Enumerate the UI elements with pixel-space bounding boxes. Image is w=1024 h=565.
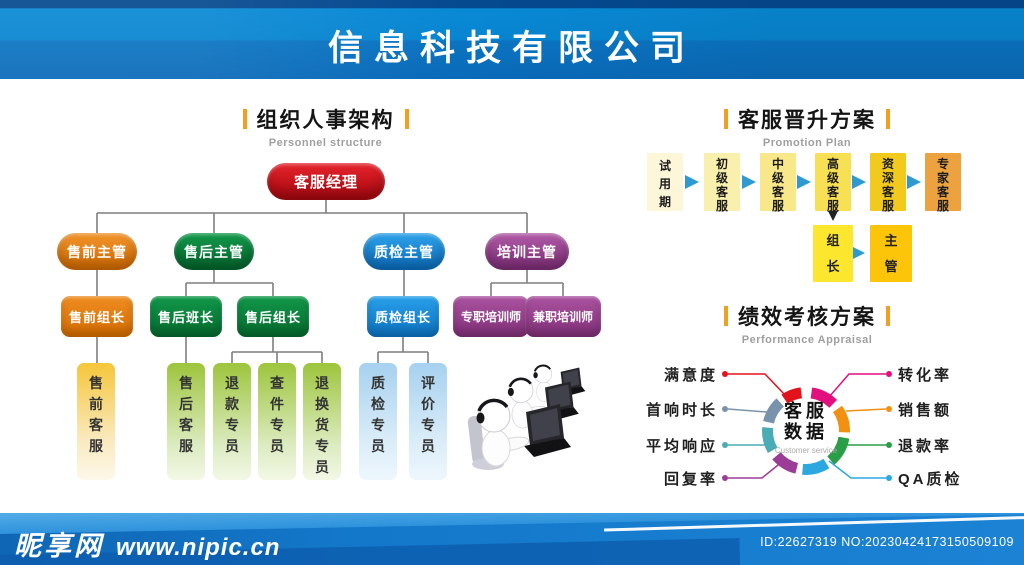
org-node-refund-specialist: 退款专员 xyxy=(213,363,251,480)
promotion-branch-lead: 组长 xyxy=(813,225,853,282)
org-node-tracking-specialist: 查件专员 xyxy=(258,363,296,480)
appraisal-label-satisfaction: 满意度 xyxy=(663,367,718,384)
promotion-stage-expert: 专家客服 xyxy=(925,153,961,213)
promotion-stage-intermediate: 中级客服 xyxy=(760,153,796,213)
ring-center-sub: Customer service xyxy=(774,446,838,455)
accent-bar-left xyxy=(724,306,728,326)
call-center-illustration xyxy=(467,364,587,470)
site-logo: 昵享网 www.nipic.cn xyxy=(14,524,280,563)
site-url: www.nipic.cn xyxy=(116,534,281,561)
appraisal-label-first-response: 首响时长 xyxy=(645,402,718,419)
accent-bar-left xyxy=(724,109,728,129)
org-node-review-specialist: 评价专员 xyxy=(409,363,447,480)
org-tree-lines xyxy=(96,200,564,363)
appraisal-label-qa: QA质检 xyxy=(898,471,963,488)
org-subheading: Personnel structure xyxy=(268,137,383,149)
company-title: 信息科技有限公司 xyxy=(327,29,696,68)
site-name: 昵享网 xyxy=(14,531,104,561)
org-node-qc-supervisor: 质检主管 xyxy=(363,233,445,270)
footer-bar: 昵享网 www.nipic.cn ID:22627319 NO:20230424… xyxy=(0,513,1024,565)
org-node-training-supervisor: 培训主管 xyxy=(485,233,569,270)
appraisal-subheading: Performance Appraisal xyxy=(741,334,873,346)
appraisal-label-sales: 销售额 xyxy=(898,402,953,419)
org-node-qc-specialist: 质检专员 xyxy=(359,363,397,480)
promotion-heading: 客服晋升方案 xyxy=(738,108,876,132)
org-node-manager: 客服经理 xyxy=(267,163,385,200)
org-node-presales-lead: 售前组长 xyxy=(61,296,133,337)
promotion-subheading: Promotion Plan xyxy=(762,137,852,149)
ring-segment-red xyxy=(781,387,803,404)
org-node-aftersales-agent: 售后客服 xyxy=(167,363,205,480)
org-node-aftersales-monitor: 售后班长 xyxy=(150,296,222,337)
accent-bar-right xyxy=(404,109,409,129)
appraisal-label-avg-response: 平均响应 xyxy=(645,438,718,455)
promotion-stage-senior: 高级客服 xyxy=(815,153,851,213)
org-node-exchange-specialist: 退换货专员 xyxy=(303,363,341,480)
org-node-aftersales-lead: 售后组长 xyxy=(237,296,309,337)
appraisal-label-reply-rate: 回复率 xyxy=(663,471,718,488)
accent-bar-left xyxy=(242,109,247,129)
org-heading: 组织人事架构 xyxy=(256,108,395,132)
image-id-text: ID:22627319 NO:20230424173150509109 xyxy=(760,535,1014,549)
ring-center-line2: 数据 xyxy=(784,422,828,442)
org-node-aftersales-supervisor: 售后主管 xyxy=(174,233,254,270)
appraisal-heading: 绩效考核方案 xyxy=(738,305,876,329)
accent-bar-right xyxy=(886,109,890,129)
ring-segment-azure xyxy=(802,458,830,475)
promotion-section-header: 客服晋升方案 Promotion Plan xyxy=(712,104,902,149)
promotion-stage-trial: 试用期 xyxy=(647,153,683,211)
org-node-presales-supervisor: 售前主管 xyxy=(57,233,137,270)
appraisal-label-refund-rate: 退款率 xyxy=(898,438,953,455)
ring-segment-purple xyxy=(772,452,799,474)
promotion-branch-supervisor: 主管 xyxy=(870,225,912,282)
org-node-presales-agent: 售前客服 xyxy=(77,363,115,480)
org-section-header: 组织人事架构 Personnel structure xyxy=(238,104,413,149)
org-node-qc-lead: 质检组长 xyxy=(367,296,439,337)
ring-center-line1: 客服 xyxy=(784,401,828,421)
org-node-fulltime-trainer: 专职培训师 xyxy=(453,296,529,337)
org-node-parttime-trainer: 兼职培训师 xyxy=(525,296,601,337)
accent-bar-right xyxy=(886,306,890,326)
appraisal-label-conversion: 转化率 xyxy=(898,367,953,384)
promotion-stage-veteran: 资深客服 xyxy=(870,153,906,213)
appraisal-section-header: 绩效考核方案 Performance Appraisal xyxy=(712,301,902,346)
promotion-stage-junior: 初级客服 xyxy=(704,153,740,213)
top-banner: 信息科技有限公司 xyxy=(0,0,1024,79)
appraisal-ring-center: 客服 数据 Customer service xyxy=(770,401,842,455)
